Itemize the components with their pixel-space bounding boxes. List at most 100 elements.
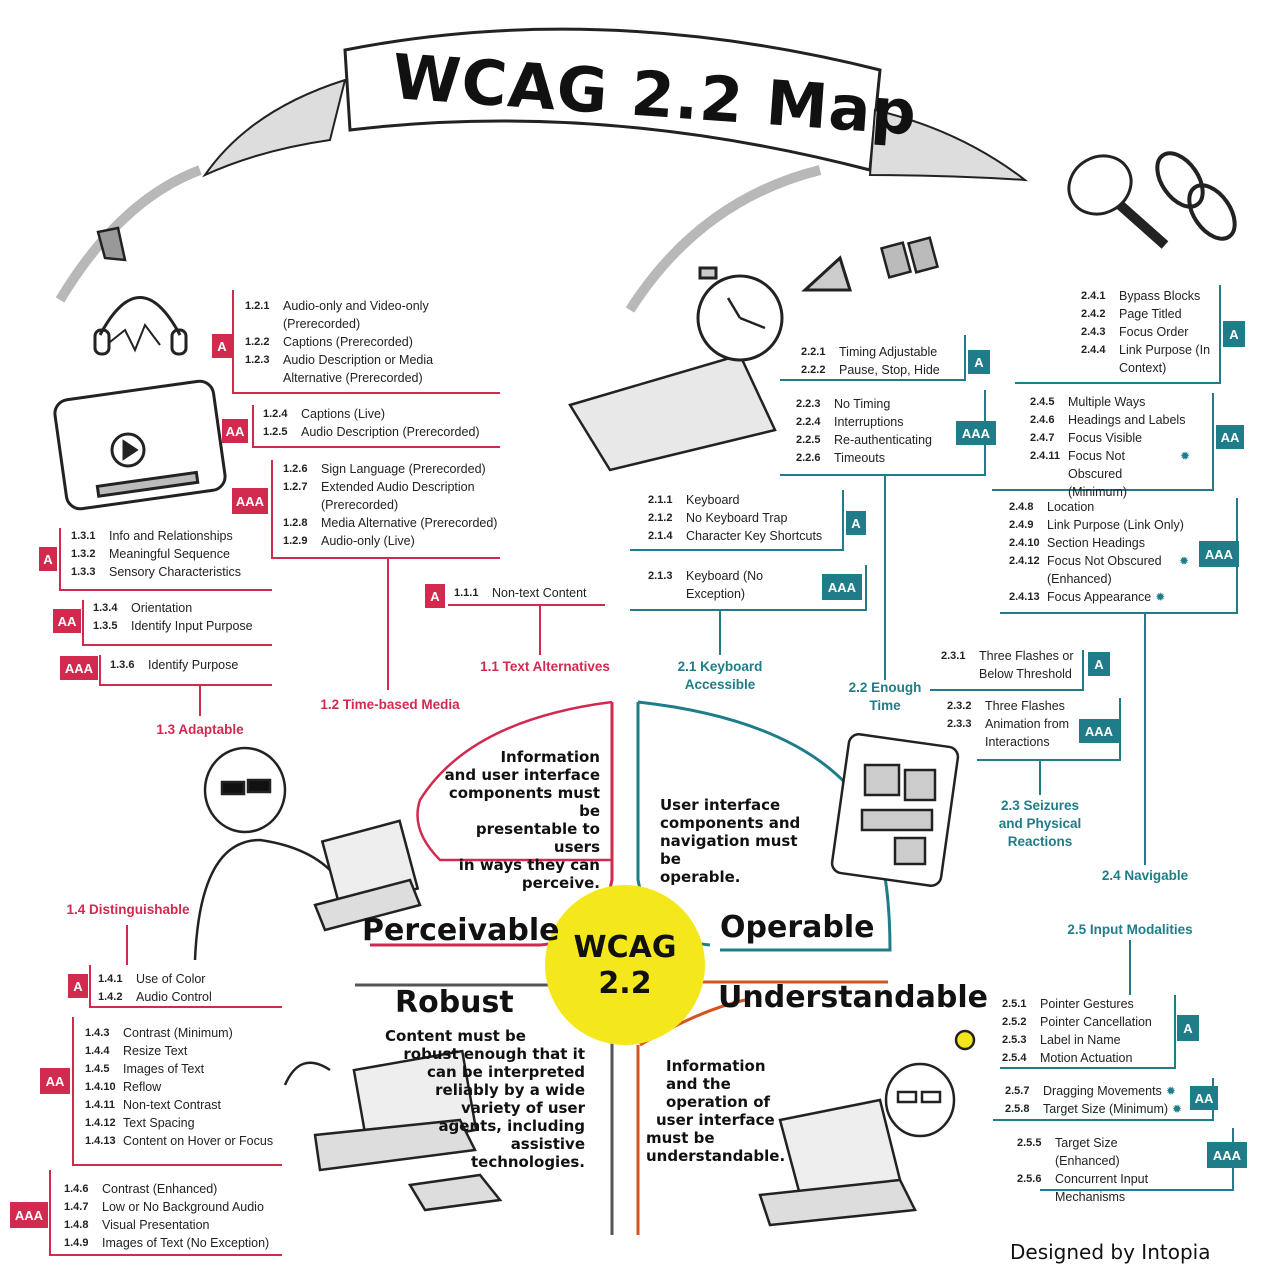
criterion-code: 2.4.2	[1081, 308, 1106, 320]
swoosh-right	[625, 165, 822, 313]
criterion-label: Text Spacing	[123, 1116, 195, 1130]
criterion-item: 2.2.6 Timeouts	[796, 449, 946, 467]
criterion-code: 1.3.6	[110, 659, 135, 671]
criterion-item: 2.4.1 Bypass Blocks	[1081, 287, 1211, 305]
criterion-code: 1.4.10	[85, 1081, 116, 1093]
criterion-label: Pointer Gestures	[1040, 997, 1134, 1011]
stopwatch-icon	[696, 266, 784, 362]
criterion-code: 1.1.1	[454, 587, 479, 599]
criterion-code: 2.4.7	[1030, 432, 1055, 444]
criterion-label: Info and Relationships	[109, 529, 233, 543]
criterion-item: 1.4.8 Visual Presentation	[64, 1216, 294, 1234]
criterion-code: 1.4.5	[85, 1063, 110, 1075]
criterion-label: Target Size (Enhanced)	[1055, 1136, 1120, 1168]
new-criterion-icon: ✹	[1155, 590, 1166, 604]
criterion-label: Timeouts	[834, 451, 885, 465]
criterion-code: 2.4.9	[1009, 519, 1034, 531]
criterion-label: Concurrent Input Mechanisms	[1055, 1172, 1149, 1204]
criterion-label: Focus Order	[1119, 325, 1189, 339]
criterion-code: 2.4.10	[1009, 537, 1040, 549]
level-badge: AA	[53, 609, 81, 633]
criterion-code: 2.4.8	[1009, 501, 1034, 513]
level-badge: AAA	[822, 574, 862, 600]
criterion-code: 2.2.1	[801, 346, 826, 358]
criterion-code: 1.2.8	[283, 517, 308, 529]
criterion-label: Section Headings	[1047, 536, 1145, 550]
criterion-code: 2.4.1	[1081, 290, 1106, 302]
category-1-2: 1.2 Time-based Media	[320, 697, 460, 712]
criterion-code: 1.4.11	[85, 1099, 115, 1111]
category-2-2: 2.2 Enough Time	[848, 680, 922, 713]
quadrant-operable-title: Operable	[720, 910, 875, 945]
category-2-5: 2.5 Input Modalities	[1067, 922, 1193, 937]
new-criterion-icon: ✹	[1165, 1084, 1176, 1098]
criterion-code: 2.2.3	[796, 398, 821, 410]
level-badge: A	[1177, 1015, 1199, 1041]
criterion-code: 1.4.4	[85, 1045, 110, 1057]
criterion-label: Identify Input Purpose	[131, 619, 253, 633]
criterion-code: 1.2.3	[245, 354, 270, 366]
criterion-label: Images of Text	[123, 1062, 205, 1076]
category-1-4: 1.4 Distinguishable	[66, 902, 190, 917]
criterion-label: Bypass Blocks	[1119, 289, 1201, 303]
criterion-label: Audio Description (Prerecorded)	[301, 425, 480, 439]
level-badge: A	[1223, 321, 1245, 347]
criterion-label: Non-text Content	[492, 586, 587, 600]
quadrant-robust-title: Robust	[395, 985, 514, 1020]
criterion-label: Page Titled	[1119, 307, 1182, 321]
criterion-code: 1.4.1	[98, 973, 123, 985]
criterion-label: Content on Hover or Focus	[123, 1134, 274, 1148]
criterion-label: Visual Presentation	[102, 1218, 210, 1232]
criterion-code: 2.1.3	[648, 570, 673, 582]
criterion-code: 2.2.6	[796, 452, 821, 464]
criterion-label: Reflow	[123, 1080, 162, 1094]
criterion-label: Link Purpose (In Context)	[1119, 343, 1211, 375]
level-badge: AA	[40, 1068, 70, 1094]
sunglasses-user-illustration	[193, 746, 422, 961]
criterion-code: 1.2.5	[263, 426, 288, 438]
level-badge: A	[68, 974, 88, 998]
criterion-label: No Timing	[834, 397, 891, 411]
criterion-code: 2.4.6	[1030, 414, 1055, 426]
link-icon	[1155, 151, 1237, 241]
criterion-code: 2.5.5	[1017, 1137, 1042, 1149]
criterion-label: Location	[1047, 500, 1095, 514]
criterion-label: Pointer Cancellation	[1040, 1015, 1152, 1029]
criterion-label: Low or No Background Audio	[102, 1200, 264, 1214]
criterion-label: Keyboard	[686, 493, 740, 507]
criterion-code: 1.3.3	[71, 566, 96, 578]
criterion-item: 2.4.2 Page Titled	[1081, 305, 1211, 323]
criterion-label: Audio Description or Media Alternative (…	[283, 353, 434, 385]
perceivable-bubble	[416, 700, 613, 862]
criterion-label: Three Flashes	[985, 699, 1065, 713]
criterion-code: 1.4.8	[64, 1219, 89, 1231]
level-badge: AA	[1216, 425, 1244, 449]
criterion-label: Multiple Ways	[1068, 395, 1146, 409]
level-badge: A	[39, 547, 57, 571]
criterion-label: Re-authenticating	[834, 433, 932, 447]
